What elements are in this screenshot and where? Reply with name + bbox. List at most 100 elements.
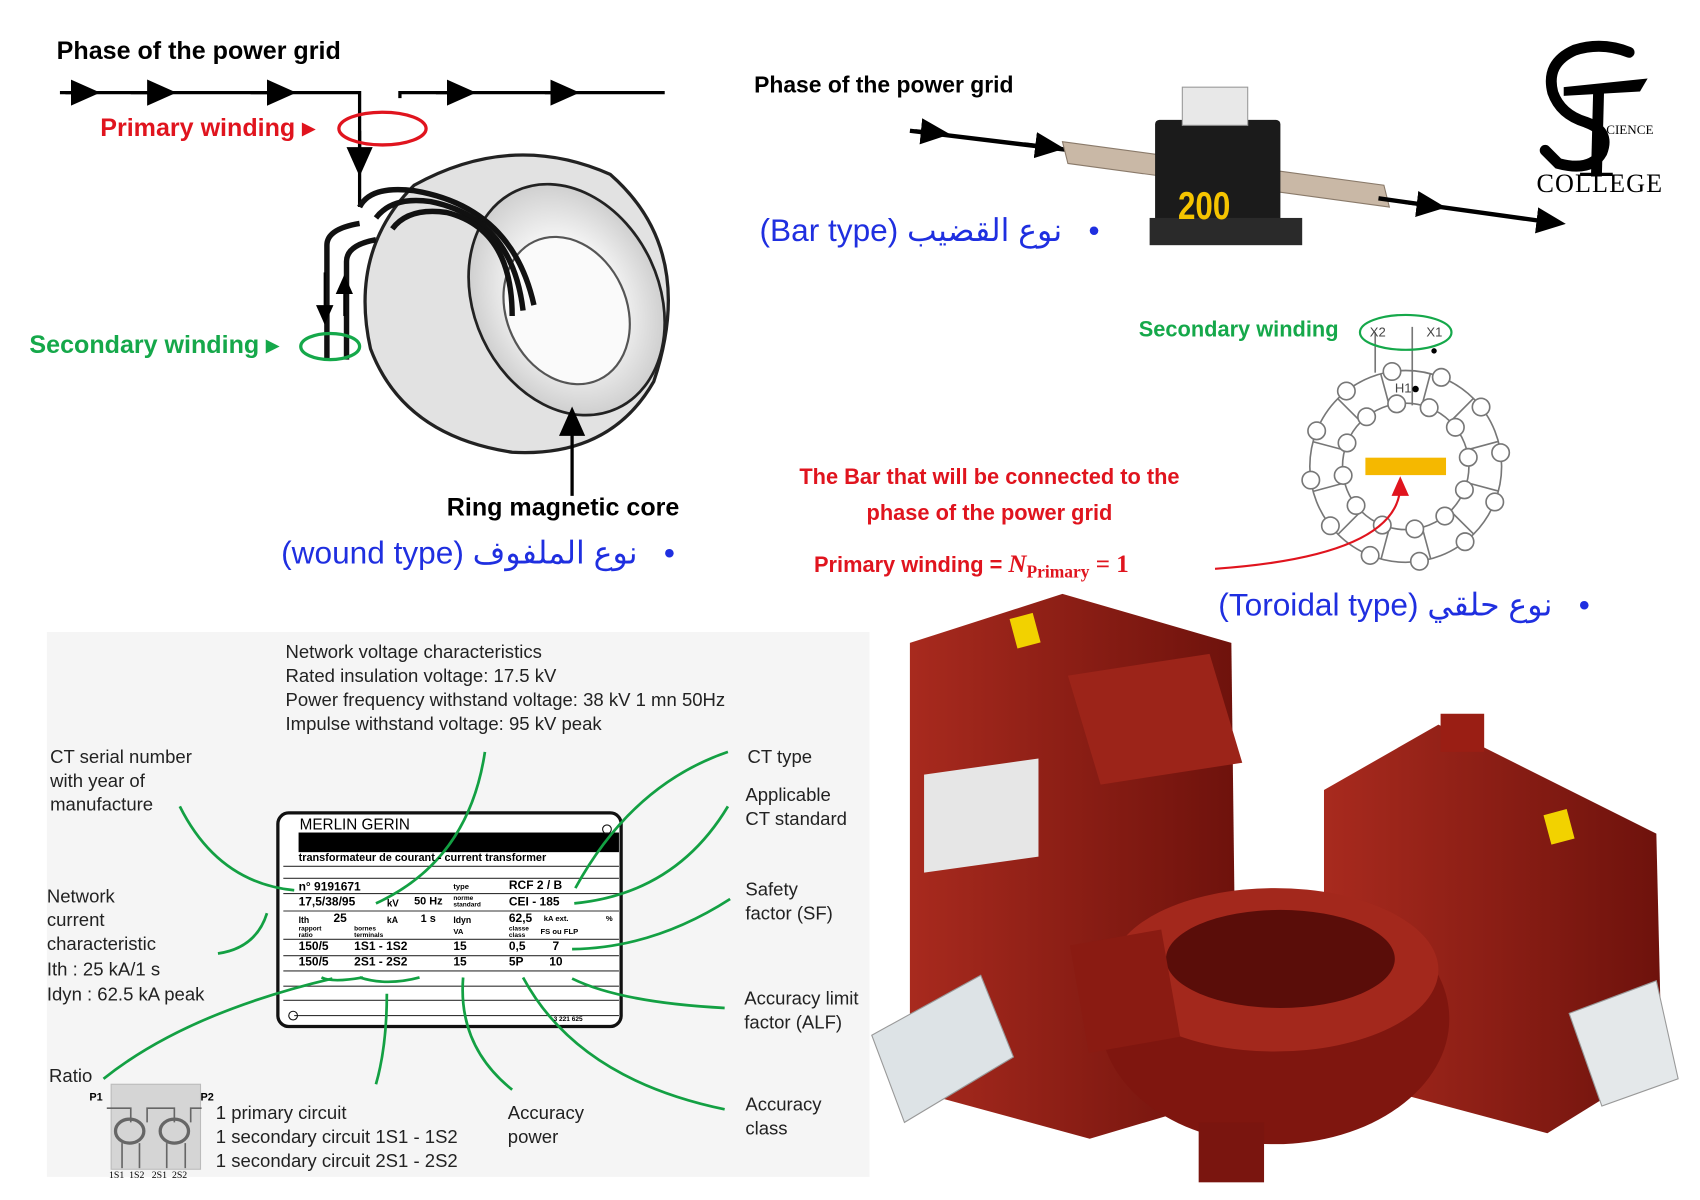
bar-note-line1: The Bar that will be connected to the bbox=[799, 465, 1180, 490]
network-current-annotation: Network current characteristic bbox=[46, 885, 156, 955]
primary-bar-arrow bbox=[1214, 476, 1409, 570]
secondary-winding-label: Secondary winding ▸ bbox=[29, 330, 279, 359]
wound-type-text: نوع الملفوف (wound type) bbox=[281, 536, 638, 572]
plate-cell: 2S1 - 2S2 bbox=[354, 955, 408, 969]
plate-cell: 15 bbox=[453, 955, 467, 969]
bar-note-line2: phase of the power grid bbox=[866, 501, 1113, 526]
winding-loop bbox=[1431, 367, 1451, 387]
plate-serial: n° 9191671 bbox=[298, 880, 361, 894]
primary-winding-marker bbox=[337, 110, 428, 147]
schematic-terminals: 1S1 1S2 2S1 2S2 bbox=[109, 1169, 187, 1180]
plate-type-value: RCF 2 / B bbox=[508, 879, 563, 893]
alf-annotation: Accuracy limit factor (ALF) bbox=[744, 988, 859, 1034]
plate-code: 3 221 625 bbox=[553, 1016, 583, 1024]
plate-header: rapport ratio bbox=[298, 926, 322, 940]
annotation-leaders bbox=[102, 750, 731, 1111]
plate-cell: 1S1 - 1S2 bbox=[354, 940, 408, 954]
winding-loop bbox=[1346, 495, 1366, 516]
eq-suffix: = 1 bbox=[1089, 550, 1129, 578]
plate-ith-value: 25 bbox=[333, 912, 347, 926]
logo-college-text: COLLEGE bbox=[1536, 169, 1664, 199]
terminal-x2: X2 bbox=[1369, 324, 1386, 340]
winding-loop bbox=[1485, 492, 1505, 512]
winding-turn bbox=[1421, 373, 1432, 406]
terminal: 2S1 bbox=[151, 1169, 168, 1181]
plate-header: classe class bbox=[508, 926, 529, 940]
primary-winding-text: Primary winding bbox=[100, 113, 296, 142]
plate-cell: 150/5 bbox=[298, 955, 329, 969]
winding-loop bbox=[1409, 551, 1429, 571]
winding-loop bbox=[1454, 480, 1474, 500]
winding-turn bbox=[1337, 398, 1362, 423]
winding-turn bbox=[1337, 510, 1362, 535]
safety-factor-annotation: Safety factor (SF) bbox=[745, 879, 833, 925]
bar-note: The Bar that will be connected to the ph… bbox=[763, 460, 1216, 532]
toroidal-type-caption: • نوع حلقي (Toroidal type) bbox=[1218, 586, 1590, 624]
network-voltage-annotation: Network voltage characteristics Rated in… bbox=[285, 641, 726, 735]
plate-time: 1 s bbox=[420, 913, 436, 926]
winding-loop bbox=[1405, 519, 1425, 539]
winding-loop bbox=[1471, 397, 1491, 417]
winding-loop bbox=[1357, 407, 1377, 427]
plate-header: FS ou FLP bbox=[540, 928, 579, 937]
plate-cell: 150/5 bbox=[298, 940, 329, 954]
winding-turn bbox=[1379, 373, 1391, 406]
serial-annotation: CT serial number with year of manufactur… bbox=[50, 746, 192, 816]
terminal-x1: X1 bbox=[1426, 324, 1443, 340]
ct-photos bbox=[871, 593, 1679, 1183]
eq-prefix: Primary winding = bbox=[814, 553, 1009, 578]
circuits-annotation: 1 primary circuit 1 secondary circuit 1S… bbox=[215, 1102, 458, 1172]
winding-loop bbox=[1491, 443, 1511, 463]
bullet: • bbox=[1578, 588, 1590, 624]
terminal-h1: H1 bbox=[1394, 380, 1412, 396]
standard-annotation: Applicable CT standard bbox=[745, 784, 847, 830]
winding-loop bbox=[1307, 421, 1327, 441]
primary-winding-equation: Primary winding = NPrimary = 1 bbox=[814, 550, 1129, 583]
plate-ka-ext: kA ext. bbox=[543, 915, 569, 923]
secondary-winding-text: Secondary winding bbox=[29, 330, 260, 359]
terminal: 2S2 bbox=[171, 1169, 188, 1181]
toroidal-secondary-marker bbox=[1358, 313, 1453, 351]
bullet: • bbox=[1088, 213, 1100, 249]
ratio-annotation: Ratio bbox=[49, 1065, 93, 1087]
accuracy-class-annotation: Accuracy class bbox=[745, 1094, 822, 1139]
winding-loop bbox=[1458, 447, 1478, 467]
primary-bar bbox=[1365, 457, 1447, 476]
winding-loop bbox=[1435, 506, 1455, 526]
secondary-winding-marker bbox=[299, 331, 362, 362]
plate-cell: 5P bbox=[508, 955, 524, 969]
plate-norme-label: norme standard bbox=[453, 895, 481, 909]
winding-loop bbox=[1455, 532, 1475, 552]
ring-magnetic-core bbox=[316, 153, 670, 496]
logo-science-text: CIENCE bbox=[1606, 122, 1654, 138]
plate-header: bornes terminals bbox=[354, 926, 384, 940]
winding-turn bbox=[1380, 527, 1391, 560]
accuracy-power-annotation: Accuracy power bbox=[507, 1102, 584, 1148]
college-logo: CIENCE COLLEGE bbox=[1536, 41, 1664, 199]
bar-type-text: نوع القضيب (Bar type) bbox=[759, 213, 1063, 249]
winding-turn bbox=[1466, 481, 1499, 492]
wound-phase-title: Phase of the power grid bbox=[56, 35, 341, 65]
winding-turn bbox=[1421, 527, 1432, 560]
bar-phase-title: Phase of the power grid bbox=[754, 73, 1014, 99]
plate-percent: % bbox=[605, 915, 613, 923]
primary-winding-label: Primary winding ▸ bbox=[100, 113, 315, 142]
plate-subtitle: transformateur de courant - current tran… bbox=[298, 852, 547, 865]
idyn-annotation: Idyn : 62.5 kA peak bbox=[46, 983, 205, 1005]
eq-symbol: N bbox=[1008, 550, 1027, 578]
winding-turn bbox=[1466, 440, 1499, 451]
winding-turn bbox=[1449, 510, 1475, 535]
plate-idyn-label: Idyn bbox=[453, 915, 472, 926]
winding-loop bbox=[1382, 361, 1402, 382]
plate-norme-value: CEI - 185 bbox=[508, 895, 560, 909]
winding-loop bbox=[1387, 394, 1407, 414]
eq-sub: Primary bbox=[1026, 563, 1090, 582]
winding-turn bbox=[1449, 397, 1474, 423]
bar-type-caption: • نوع القضيب (Bar type) bbox=[760, 211, 1100, 249]
plate-ka: kA bbox=[386, 915, 398, 926]
bullet: • bbox=[663, 536, 676, 572]
plate-cell: 15 bbox=[453, 940, 467, 954]
bar-type-ct bbox=[909, 86, 1566, 246]
toroidal-secondary-label: Secondary winding bbox=[1138, 318, 1339, 343]
